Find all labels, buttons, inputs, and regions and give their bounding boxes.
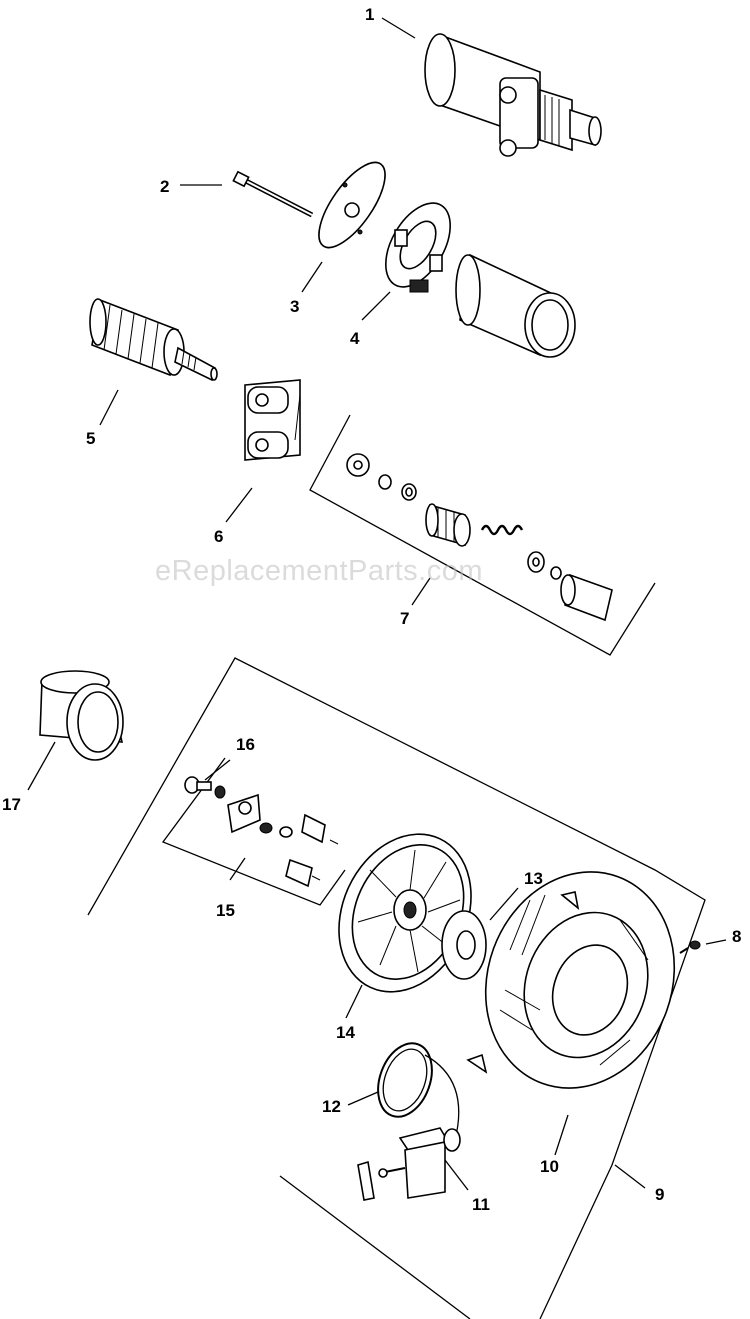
callout-5[interactable]: 5 <box>86 429 96 448</box>
leader-lines <box>27 17 727 1191</box>
callout-16[interactable]: 16 <box>236 735 255 754</box>
part-15-pawl-kit[interactable] <box>227 793 339 888</box>
callout-2[interactable]: 2 <box>160 177 170 196</box>
watermark: eReplacementParts.com <box>155 555 484 587</box>
part-11-starter-handle[interactable] <box>357 1127 461 1201</box>
part-13-washer[interactable] <box>441 910 487 980</box>
callout-1[interactable]: 1 <box>365 5 375 24</box>
callout-10[interactable]: 10 <box>540 1157 559 1176</box>
callout-17[interactable]: 17 <box>2 795 21 814</box>
group-box-9 <box>87 657 706 1319</box>
callout-6[interactable]: 6 <box>214 527 224 546</box>
callout-3[interactable]: 3 <box>290 297 300 316</box>
callout-4[interactable]: 4 <box>350 329 360 348</box>
callout-13[interactable]: 13 <box>524 869 543 888</box>
callout-14[interactable]: 14 <box>336 1023 355 1042</box>
part-7-drive-kit[interactable] <box>346 453 613 622</box>
part-8-screw[interactable] <box>679 940 701 954</box>
callout-7[interactable]: 7 <box>400 609 410 628</box>
group-box-15 <box>161 757 346 906</box>
part-4-brush-holder[interactable] <box>372 192 463 298</box>
callout-11[interactable]: 11 <box>472 1195 490 1214</box>
callout-12[interactable]: 12 <box>322 1097 341 1116</box>
callout-9[interactable]: 9 <box>655 1185 665 1204</box>
callout-15[interactable]: 15 <box>216 901 235 920</box>
part-5-armature[interactable] <box>89 298 218 382</box>
callout-8[interactable]: 8 <box>732 927 742 946</box>
part-2-through-bolt[interactable] <box>232 170 314 218</box>
part-6-brush-bracket[interactable] <box>244 379 301 461</box>
group-box-7 <box>309 414 656 656</box>
part-10-recoil-housing[interactable] <box>456 845 704 1115</box>
part-3-end-plate[interactable] <box>307 153 397 258</box>
starter-housing-tube <box>455 253 576 358</box>
part-12-recoil-spring[interactable] <box>369 1036 460 1141</box>
part-16-screw[interactable] <box>184 776 226 799</box>
part-1-starter-motor[interactable] <box>424 33 602 157</box>
part-14-pulley[interactable] <box>314 812 496 1013</box>
part-17-bearing-cup[interactable] <box>39 670 124 761</box>
